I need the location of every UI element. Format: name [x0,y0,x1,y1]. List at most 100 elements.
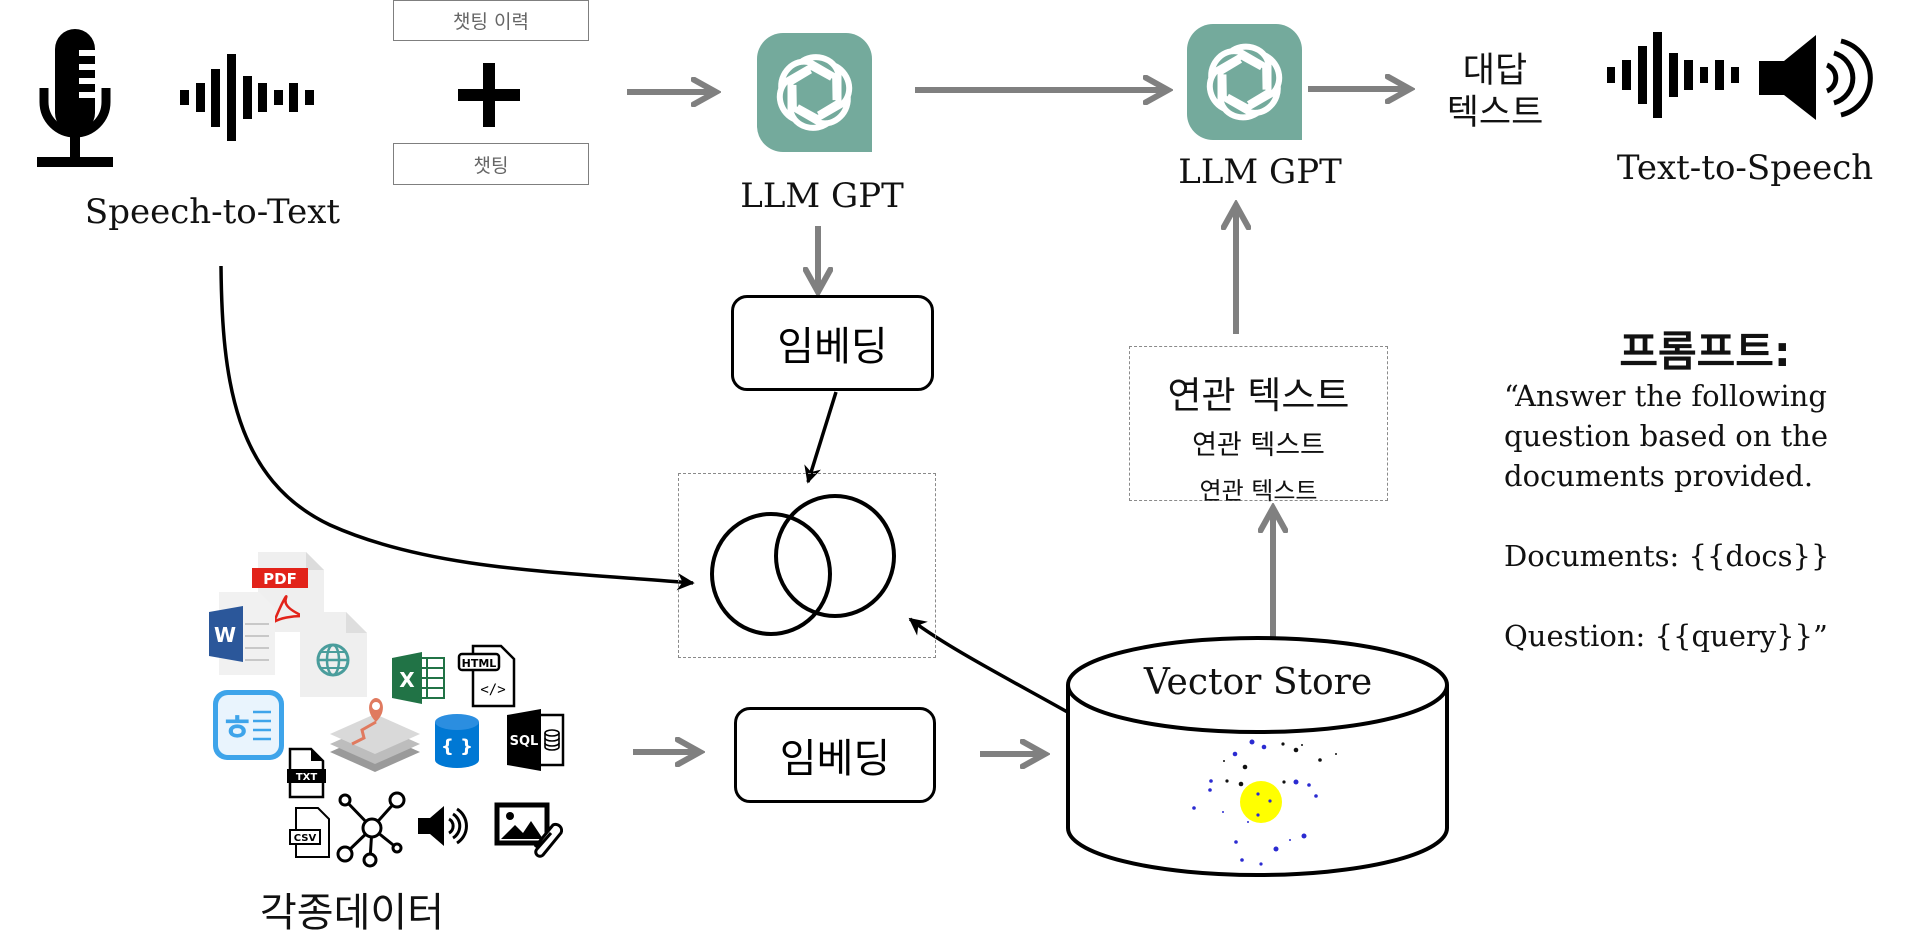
related-text-item-1: 연관 텍스트 [1167,374,1350,417]
vector-point [1314,794,1318,798]
embedding-documents-label: 임베딩 [779,736,891,782]
svg-text:{ }: { } [441,736,473,757]
chat-history-box: 챗팅 이력 [393,0,589,41]
chat-history-label: 챗팅 이력 [453,11,529,33]
sound-wave-icon [180,54,314,141]
svg-text:</>: </> [480,682,505,698]
svg-text:CSV: CSV [294,833,317,844]
openai-logo-icon [1206,43,1283,121]
vector-store-cylinder [1066,636,1449,877]
embedding-box-query: 임베딩 [731,295,934,391]
vector-point [1242,764,1248,770]
llm-gpt-label-1: LLM GPT [740,176,904,216]
txt-file-icon: TXT [287,747,326,799]
vector-point [1307,783,1311,787]
vector-point [1281,742,1285,746]
csv-file-icon: CSV [289,807,330,858]
network-graph-icon [336,791,406,868]
embedding-box-documents: 임베딩 [734,707,936,803]
venn-diagram-icon [710,494,896,636]
hwp-file-icon: ㅎ [213,690,284,760]
arrow-embedding-to-similarity [804,391,838,484]
prompt-line: “Answer the following [1504,379,1827,413]
vector-point [1192,806,1196,810]
html-file-icon: HTML </> [457,644,516,708]
vector-point [1289,839,1291,841]
related-text-item-3: 연관 텍스트 [1199,477,1318,505]
vector-point [1282,780,1286,784]
vector-point [1240,858,1244,862]
related-text-item-2: 연관 텍스트 [1192,430,1325,461]
prompt-title: 프롬프트: [1619,327,1791,376]
vector-point [1223,760,1225,762]
image-attachment-icon [494,802,564,858]
sql-database-icon: SQL [507,709,565,771]
vector-point [1335,753,1337,755]
related-text-box [1129,346,1388,501]
svg-text:X: X [399,668,415,692]
vector-point [1293,779,1299,785]
microphone-icon [37,29,113,167]
prompt-line: Documents: {{docs}} [1504,539,1830,573]
vector-point [1225,779,1229,783]
arrow-vectorstore-to-similarity [908,617,1093,728]
tts-icons [1607,32,1873,120]
arrow-stt-to-similarity [219,265,695,591]
svg-text:W: W [214,623,236,647]
answer-text-line2: 텍스트 [1446,93,1544,133]
data-sources-cluster: PDF W ㅎ TXT [209,552,565,868]
prompt-template: “Answer the following question based on … [1504,376,1904,656]
tts-label: Text-to-Speech [1616,148,1874,188]
similarity-search-box [678,473,936,658]
map-layers-icon [330,698,420,772]
vector-point [1268,799,1272,803]
vector-point [1301,744,1303,746]
vector-point [1318,758,1322,762]
sound-wave-icon [1607,32,1739,118]
vector-point [1261,744,1267,750]
llm-gpt-tile-2 [1187,24,1302,140]
svg-text:HTML: HTML [462,657,497,670]
answer-text-line1: 대답 [1462,51,1528,91]
vector-point [1293,747,1299,753]
vector-point [1232,751,1238,757]
audio-speaker-icon [418,806,468,846]
json-database-icon: { } [435,714,479,768]
chat-input-box: 챗팅 [393,143,589,185]
llm-gpt-label-2: LLM GPT [1178,152,1342,192]
speaker-icon [1759,35,1873,120]
llm-gpt-tile-1 [757,33,872,152]
vector-point [1259,862,1263,866]
vector-point [1209,779,1213,783]
data-sources-label: 각종데이터 [260,890,444,936]
prompt-line: question based on the [1504,419,1829,453]
vector-point [1256,813,1260,817]
vector-point [1301,833,1307,839]
openai-logo-icon [776,54,853,131]
vector-embedding-scatter-icon [1192,739,1337,866]
svg-text:TXT: TXT [296,772,318,783]
excel-file-icon: X [392,652,445,704]
stt-label: Speech-to-Text [84,192,341,232]
prompt-line: Question: {{query}}” [1504,619,1828,653]
vector-point [1247,821,1249,823]
vector-point [1273,846,1279,852]
vector-point [1222,811,1224,813]
word-file-icon: W [209,592,275,675]
web-file-icon [300,612,367,697]
chat-input-label: 챗팅 [473,154,509,177]
vector-point [1208,788,1212,792]
vector-store-label: Vector Store [1143,662,1373,703]
answer-text-label: 대답 텍스트 [1430,50,1560,134]
vector-point [1256,792,1260,796]
embedding-query-label: 임베딩 [777,324,888,370]
svg-text:ㅎ: ㅎ [220,708,253,749]
vector-point [1249,739,1255,745]
vector-point [1234,840,1238,844]
vector-point [1238,781,1244,787]
prompt-line: documents provided. [1504,459,1814,493]
svg-text:SQL: SQL [510,734,539,749]
plus-icon [458,63,520,127]
svg-text:PDF: PDF [263,570,297,588]
